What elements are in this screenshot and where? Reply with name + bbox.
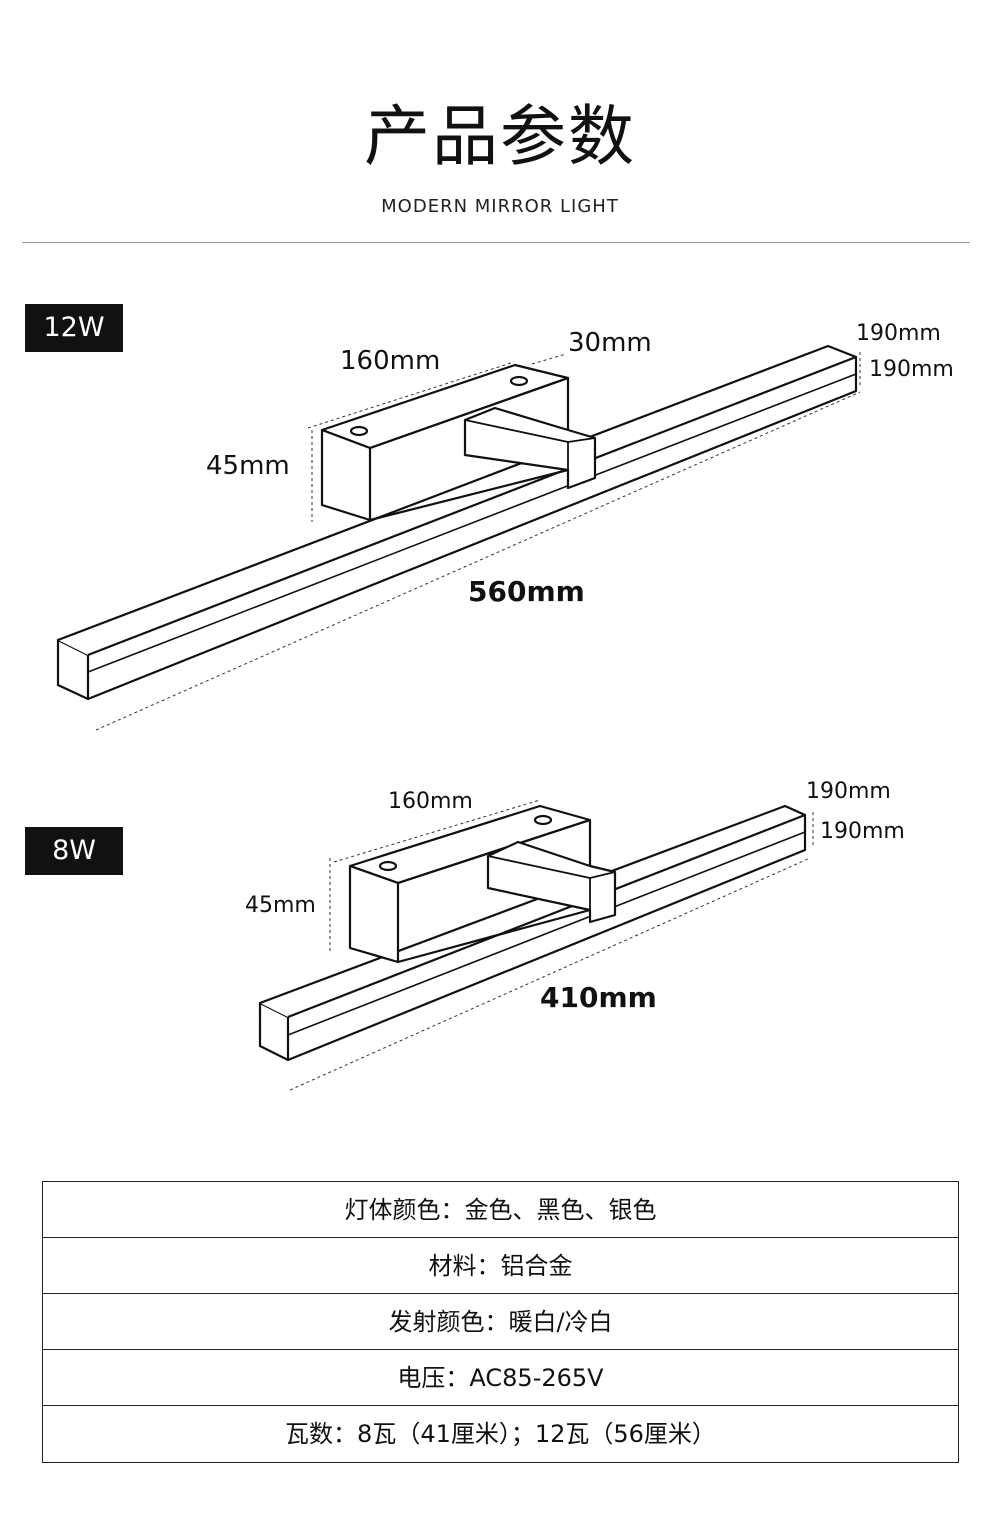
dim-8w-end-width: 190mm	[806, 779, 891, 804]
bar-8w-top	[259, 804, 807, 1019]
dim-12w-total-length: 560mm	[468, 575, 585, 608]
spec-row-voltage: 电压：AC85-265V	[43, 1350, 958, 1406]
screw-hole-8w-b	[533, 814, 553, 826]
dim-8w-total-length: 410mm	[540, 981, 657, 1014]
bar-12w-groove	[87, 373, 857, 673]
spec-table: 灯体颜色：金色、黑色、银色 材料：铝合金 发射颜色：暖白/冷白 电压：AC85-…	[42, 1181, 959, 1463]
bar-8w-side	[287, 815, 807, 1062]
dim-8w-height: 45mm	[245, 893, 316, 918]
badge-12w: 12W	[25, 304, 123, 352]
dim-12w-arm-width: 30mm	[568, 328, 652, 358]
screw-hole-12w-a	[349, 425, 369, 437]
bar-8w-groove	[287, 831, 806, 1036]
screw-hole-12w-b	[509, 375, 529, 387]
dimline-12w-total	[95, 391, 861, 731]
dim-8w-base-length: 160mm	[388, 789, 473, 814]
screw-hole-8w-a	[378, 860, 398, 872]
dim-12w-end-height: 190mm	[869, 357, 954, 382]
spec-row-body-color: 灯体颜色：金色、黑色、银色	[43, 1182, 958, 1238]
base-8w-front	[348, 864, 400, 964]
arm-12w	[463, 406, 597, 490]
page-subtitle: MODERN MIRROR LIGHT	[381, 196, 619, 217]
dim-12w-base-length: 160mm	[340, 346, 441, 376]
bar-12w-side	[87, 357, 858, 701]
dim-12w-height: 45mm	[206, 451, 290, 481]
dimline-8w-total	[289, 857, 811, 1091]
header-divider	[22, 242, 970, 243]
dimline-12w-base	[307, 361, 515, 429]
page-title: 产品参数	[364, 98, 636, 175]
spec-row-material: 材料：铝合金	[43, 1238, 958, 1294]
badge-8w: 8W	[25, 827, 123, 875]
bar-12w-top	[57, 344, 858, 657]
dim-8w-end-height: 190mm	[820, 819, 905, 844]
dim-12w-end-width: 190mm	[856, 321, 941, 346]
spec-row-wattage: 瓦数：8瓦（41厘米）；12瓦（56厘米）	[285, 1420, 716, 1448]
spec-row-light-color: 发射颜色：暖白/冷白	[43, 1294, 958, 1350]
base-12w-side	[369, 376, 570, 522]
